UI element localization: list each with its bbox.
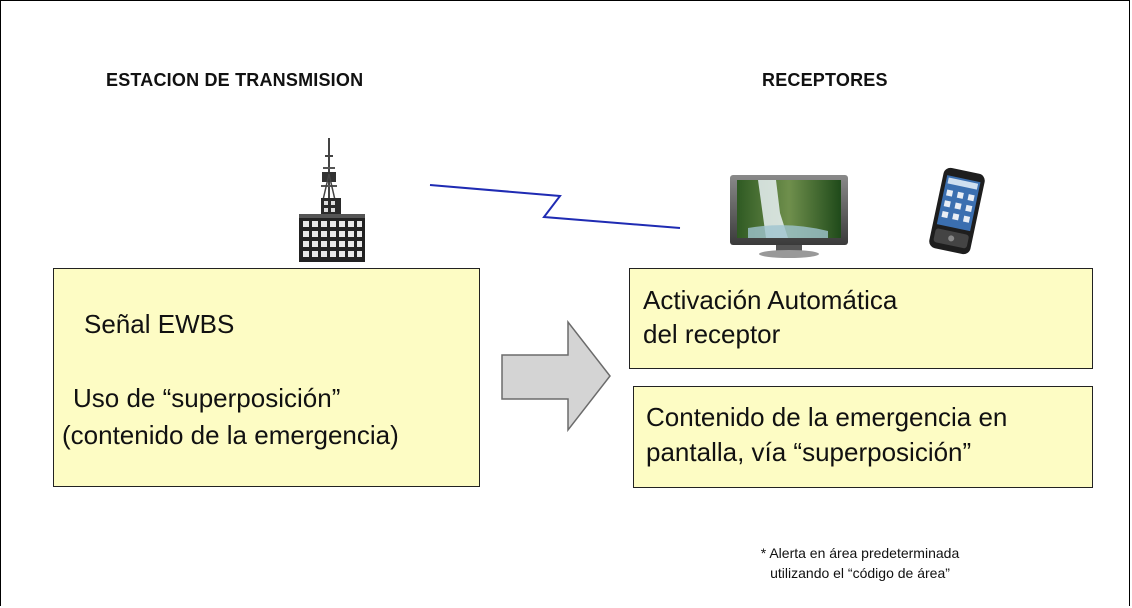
area-code-footnote: * Alerta en área predeterminada utilizan…: [690, 544, 1030, 583]
content-line-2: pantalla, vía “superposición”: [646, 437, 972, 467]
transmission-heading: ESTACION DE TRANSMISION: [106, 70, 364, 90]
activation-line-2: del receptor: [643, 319, 781, 349]
content-line-1: Contenido de la emergencia en: [646, 402, 1008, 432]
receivers-heading: RECEPTORES: [762, 70, 888, 90]
transmission-tower-icon: [299, 138, 365, 262]
signal-line: [429, 184, 681, 229]
overlay-usage-text: Uso de “superposición”: [73, 383, 341, 413]
footnote-line-1: * Alerta en área predeterminada: [760, 545, 960, 561]
smartphone-icon: [929, 167, 985, 255]
activation-line-1: Activación Automática: [643, 285, 898, 315]
automatic-activation-box: Activación Automática del receptor: [629, 268, 1093, 369]
footnote-line-2: utilizando el “código de área”: [770, 564, 950, 581]
emergency-content-box: Contenido de la emergencia en pantalla, …: [633, 386, 1093, 488]
ewbs-signal-box: Señal EWBS Uso de “superposición” (conte…: [53, 268, 480, 487]
ewbs-signal-text: Señal EWBS: [84, 309, 235, 339]
television-icon: [730, 175, 848, 258]
emergency-content-text: (contenido de la emergencia): [62, 420, 399, 450]
right-arrow: [501, 319, 611, 433]
